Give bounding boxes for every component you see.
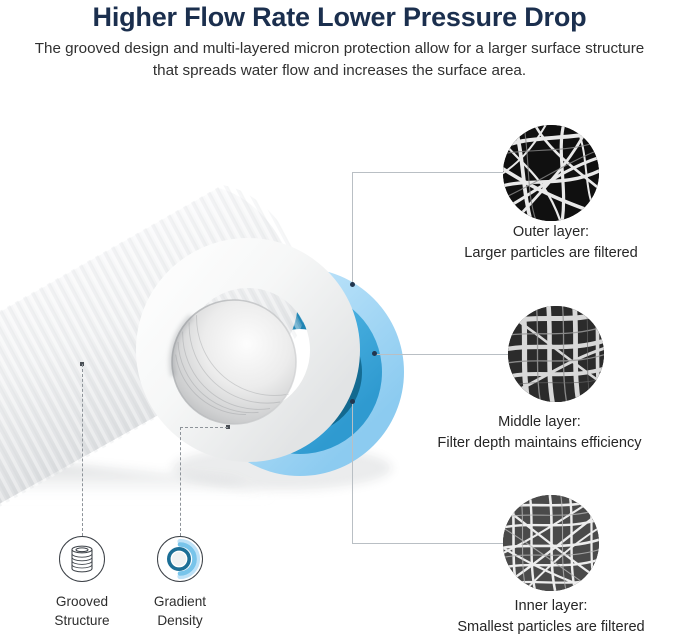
gradient-density-label: Gradient Density bbox=[120, 592, 240, 630]
leader-outer-horizontal bbox=[352, 172, 518, 173]
grooved-structure-ring bbox=[59, 536, 105, 582]
grooved-structure-label: Grooved Structure bbox=[22, 592, 142, 630]
leader-inner-horizontal bbox=[352, 543, 518, 544]
grooved-structure-label-line2: Structure bbox=[54, 613, 110, 628]
dash-gradient-vertical bbox=[180, 427, 181, 536]
leader-middle-horizontal bbox=[376, 354, 518, 355]
dash-gradient-horizontal bbox=[180, 427, 228, 428]
filter-cartridge-illustration bbox=[0, 150, 422, 550]
dash-gradient-anchor-dot bbox=[226, 425, 230, 429]
outer-layer-description: Larger particles are filtered bbox=[464, 245, 638, 261]
leader-inner-vertical bbox=[352, 402, 353, 544]
page-subtitle: The grooved design and multi-layered mic… bbox=[34, 40, 645, 79]
leader-middle-dot bbox=[372, 351, 377, 356]
sem-middle-layer-caption: Middle layer: Filter depth maintains eff… bbox=[400, 412, 679, 454]
sem-outer-layer-icon bbox=[503, 125, 599, 221]
middle-layer-description: Filter depth maintains efficiency bbox=[437, 435, 642, 451]
sem-middle-layer-icon bbox=[508, 306, 604, 402]
gradient-density-ring bbox=[157, 536, 203, 582]
inner-layer-description: Smallest particles are filtered bbox=[457, 619, 645, 635]
leader-outer-vertical bbox=[352, 172, 353, 285]
grooved-structure-label-line1: Grooved bbox=[55, 594, 109, 609]
gradient-rings-icon bbox=[167, 538, 201, 580]
middle-layer-title: Middle layer: bbox=[498, 414, 581, 430]
inner-layer-title: Inner layer: bbox=[514, 598, 588, 614]
gradient-density-label-line2: Density bbox=[157, 613, 203, 628]
grooved-cylinder-icon bbox=[71, 545, 93, 573]
leader-outer-dot bbox=[350, 282, 355, 287]
sem-inner-layer-caption: Inner layer: Smallest particles are filt… bbox=[415, 596, 679, 638]
page-title: Higher Flow Rate Lower Pressure Drop bbox=[92, 2, 587, 32]
dash-grooved-line bbox=[82, 364, 83, 536]
sem-inner-layer-icon bbox=[503, 495, 599, 591]
sem-outer-layer-caption: Outer layer: Larger particles are filter… bbox=[415, 222, 679, 264]
outer-layer-title: Outer layer: bbox=[512, 224, 590, 240]
gradient-density-label-line1: Gradient bbox=[153, 594, 207, 609]
leader-inner-dot bbox=[350, 399, 355, 404]
